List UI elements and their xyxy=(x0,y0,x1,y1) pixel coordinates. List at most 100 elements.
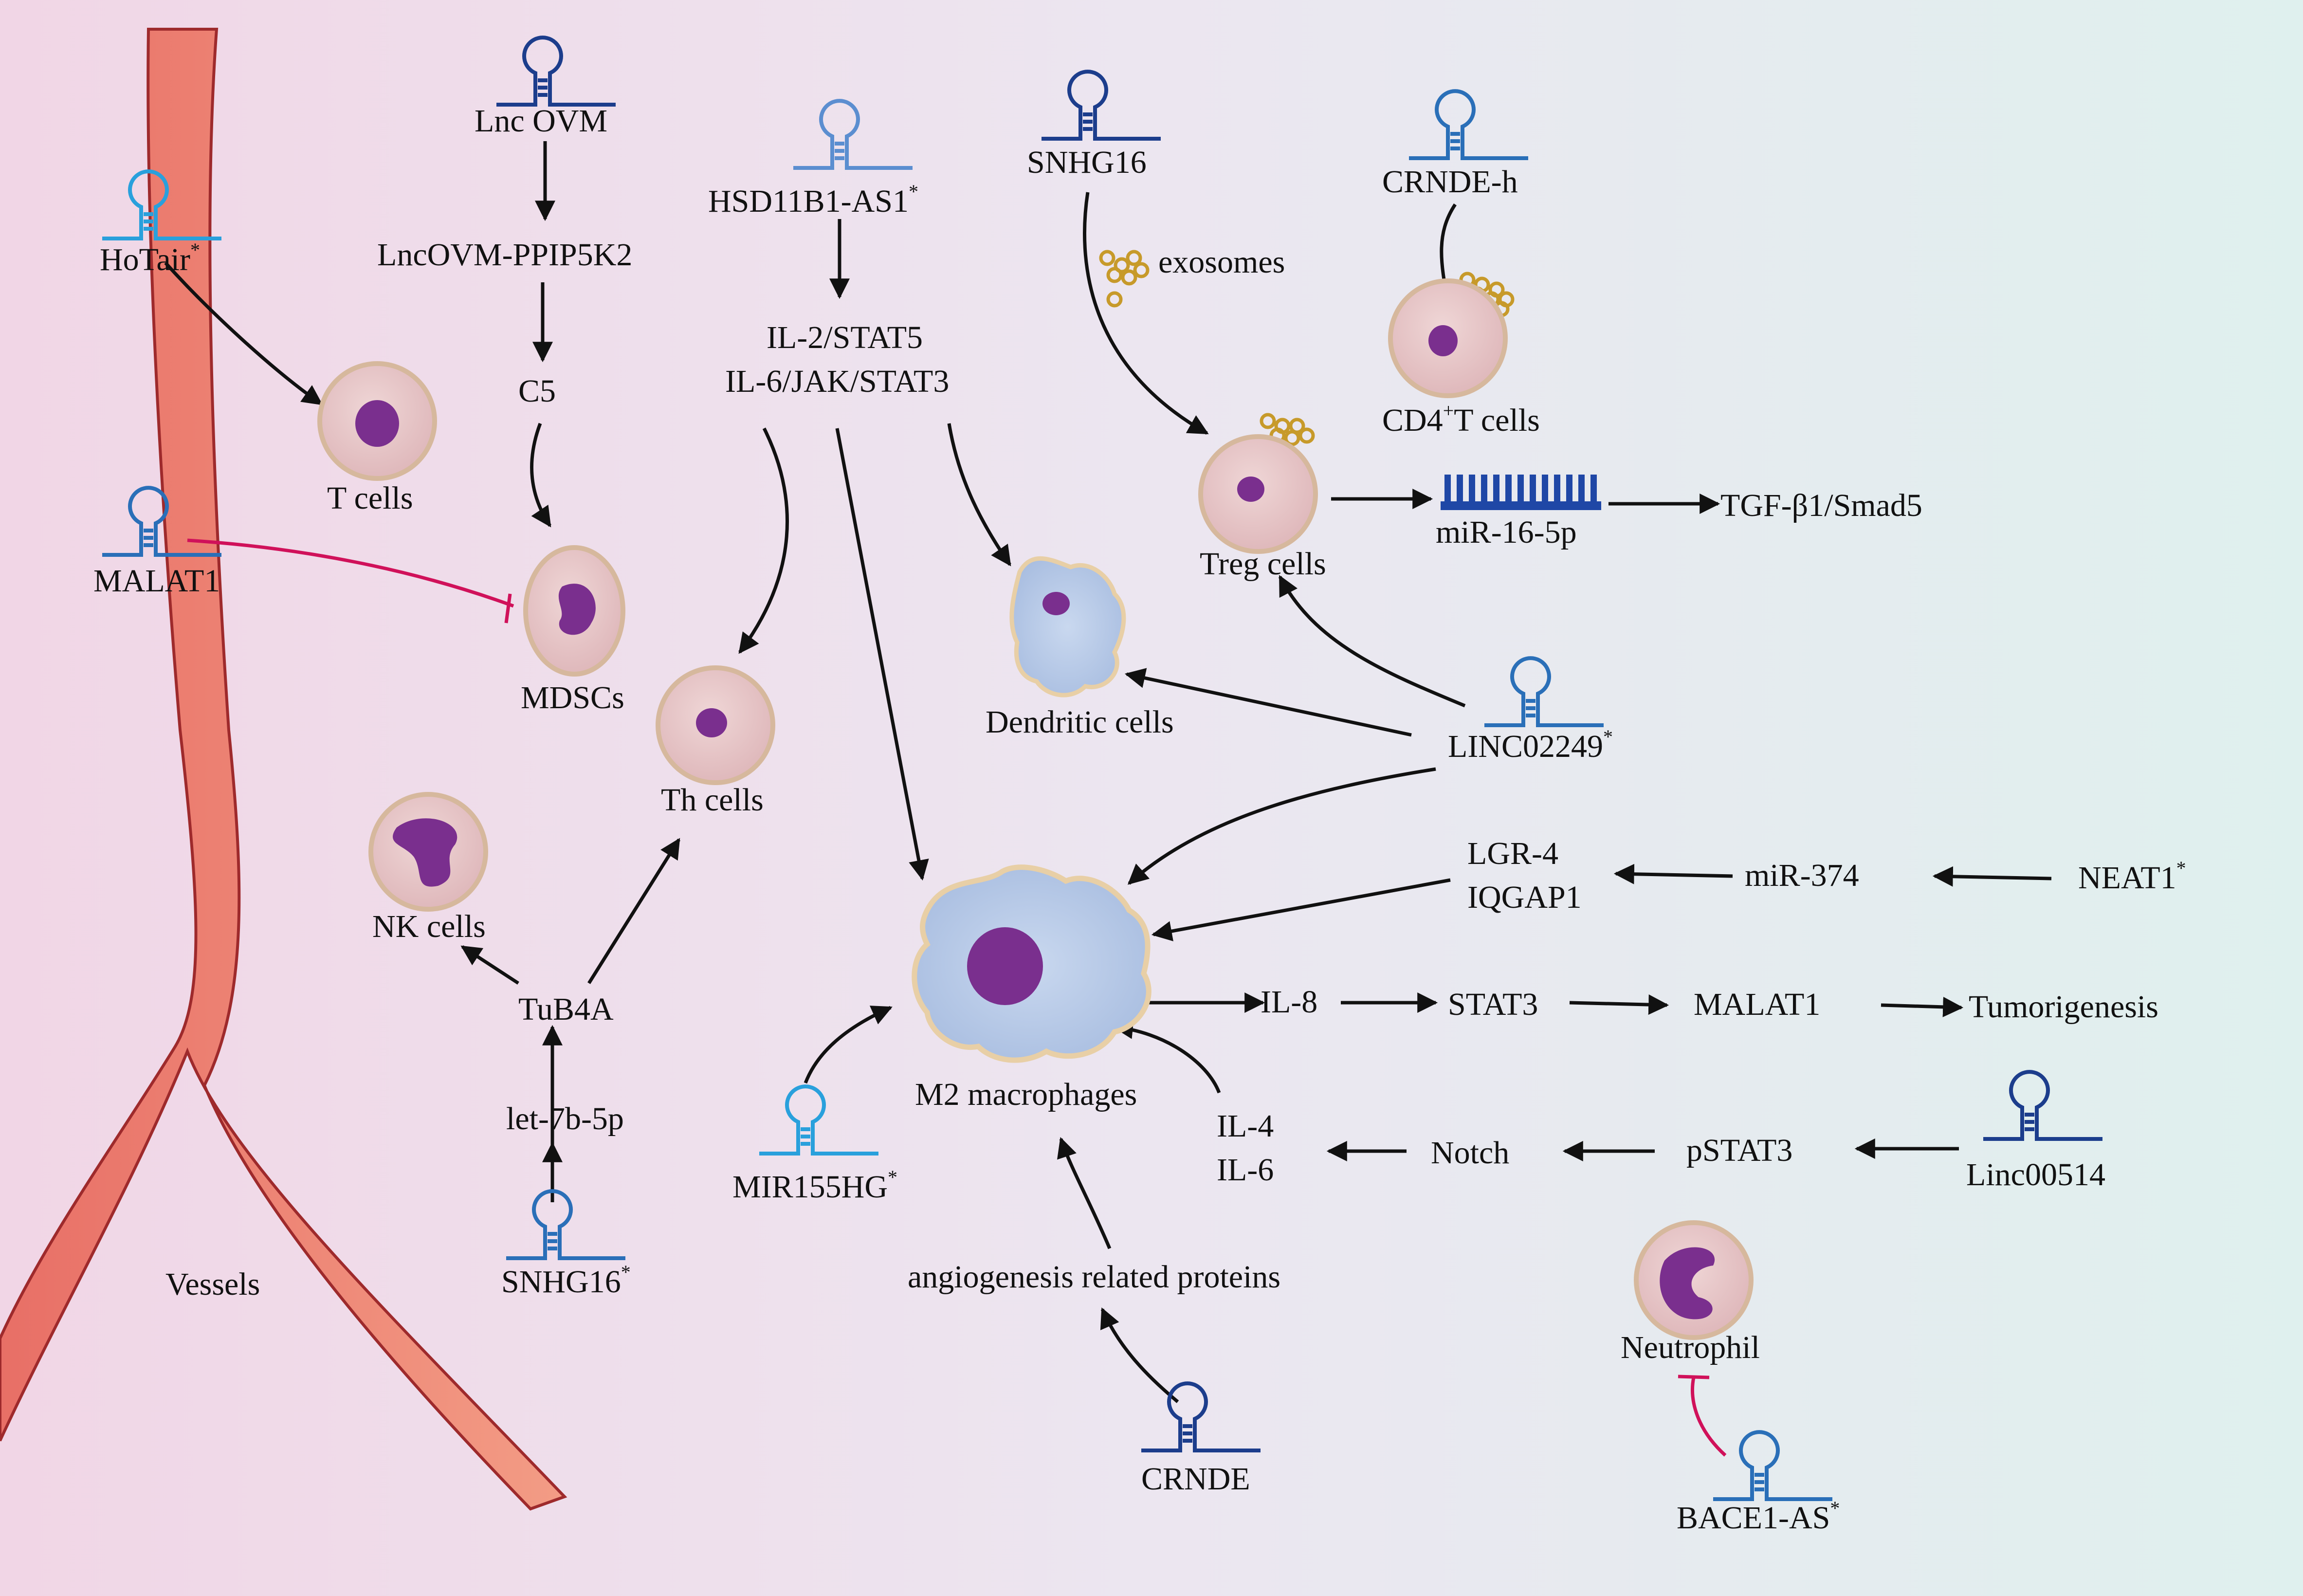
treg-cell: Treg cells xyxy=(1198,434,1326,582)
arrow-linc02249-to-m2 xyxy=(1127,767,1436,885)
il8-label: IL-8 xyxy=(1261,984,1317,1020)
mdsc-cell: MDSCs xyxy=(521,545,625,715)
arrow-c5-to-mdscs xyxy=(530,422,551,528)
lnc-ovm-hairpin-icon xyxy=(496,36,616,107)
arrow-tub4a-to-th xyxy=(587,838,680,984)
arrow-crnde-to-angio xyxy=(1100,1307,1179,1403)
exosomes-label: exosomes xyxy=(1158,244,1285,280)
linc00514-hairpin-icon xyxy=(1983,1070,2102,1141)
th-cell: Th cells xyxy=(656,665,775,818)
hsd11b1-label: HSD11B1-AS1* xyxy=(708,181,918,219)
bace1-hairpin-icon xyxy=(1713,1430,1832,1501)
dendritic-cells-label: Dendritic cells xyxy=(986,704,1174,740)
th-cells-label: Th cells xyxy=(661,782,764,818)
pathway-arrows xyxy=(164,141,2052,1403)
arrow-mir155hg-to-m2 xyxy=(804,1006,893,1084)
hotair-hairpin-icon xyxy=(102,169,221,240)
cd4-sup: + xyxy=(1443,400,1454,422)
arrow-linc02249-to-treg xyxy=(1278,575,1466,708)
hsd11b1-hairpin-icon xyxy=(793,99,913,170)
mir155hg-label: MIR155HG* xyxy=(732,1166,897,1205)
inhibit-malat1-mdscs xyxy=(187,538,514,608)
arrow-snhg16-to-treg xyxy=(1083,192,1209,435)
snhg16-bottom-hairpin-icon xyxy=(506,1189,625,1260)
exosome-cluster-top xyxy=(1099,250,1150,308)
crnde-h-hairpin-icon xyxy=(1409,89,1528,160)
angio-label: angiogenesis related proteins xyxy=(908,1259,1280,1295)
cd4-t-cell: CD4+T cells xyxy=(1382,278,1540,438)
malat1-label: MALAT1 xyxy=(93,563,220,599)
arrow-angio-to-m2 xyxy=(1057,1137,1112,1249)
mir374-label: miR-374 xyxy=(1745,858,1859,893)
cd4-t-cells-label: CD4+T cells xyxy=(1382,400,1540,438)
t-cell: T cells xyxy=(317,361,437,516)
hotair-label: HoTair* xyxy=(100,239,200,277)
inhibit-bace1-neutrophil xyxy=(1691,1377,1727,1457)
arrow-il-to-th xyxy=(738,427,789,654)
tub4a-label: TuB4A xyxy=(518,991,614,1027)
inhibit-bace1-neutrophil-bar xyxy=(1678,1375,1710,1379)
mir16-label: miR-16-5p xyxy=(1436,514,1577,550)
crnde-h-label: CRNDE-h xyxy=(1382,164,1518,200)
linc02249-hairpin-icon xyxy=(1484,656,1604,727)
cd4-suffix: T cells xyxy=(1454,403,1540,438)
inhibition-lines xyxy=(187,538,1727,1457)
linc00514-label: Linc00514 xyxy=(1966,1157,2105,1192)
arrow-il-to-dendritic xyxy=(947,423,1011,567)
dendritic-cell: Dendritic cells xyxy=(986,556,1174,740)
iqgap1-label: IQGAP1 xyxy=(1467,880,1582,915)
cd4-prefix: CD4 xyxy=(1382,403,1443,438)
snhg16-bottom-label: SNHG16* xyxy=(501,1261,631,1300)
crnde-hairpin-icon xyxy=(1141,1381,1261,1452)
lncovm-ppip5k2-label: LncOVM-PPIP5K2 xyxy=(377,237,632,273)
arrow-il4-to-m2 xyxy=(1112,1018,1221,1094)
arrow-linc02249-to-dendritic xyxy=(1124,668,1412,737)
neat1-label: NEAT1* xyxy=(2078,857,2186,896)
neutrophil-label: Neutrophil xyxy=(1621,1330,1760,1365)
crnde-label: CRNDE xyxy=(1141,1461,1250,1497)
arrow-hotair-to-tcells xyxy=(164,261,323,405)
arrow-neat1-to-mir374 xyxy=(1932,866,2052,887)
il2-stat5-label: IL-2/STAT5 xyxy=(767,320,923,355)
vessels-label: Vessels xyxy=(165,1266,260,1302)
linc02249-label: LINC02249* xyxy=(1448,726,1613,764)
pstat3-label: pSTAT3 xyxy=(1686,1133,1792,1168)
il6-jak-stat3-label: IL-6/JAK/STAT3 xyxy=(725,364,949,399)
treg-cells-label: Treg cells xyxy=(1200,546,1326,582)
stat3-label: STAT3 xyxy=(1448,987,1538,1022)
il4-label: IL-4 xyxy=(1217,1108,1274,1144)
arrow-malat1-to-tumor xyxy=(1881,996,1964,1017)
arrow-lgr4-to-m2 xyxy=(1151,878,1451,941)
c5-label: C5 xyxy=(518,373,556,409)
blood-vessel: Vessels xyxy=(0,28,567,1511)
il6-label: IL-6 xyxy=(1217,1152,1274,1188)
mir16-receptor-icon xyxy=(1441,475,1601,510)
labels: HoTair* MALAT1 Lnc OVM LncOVM-PPIP5K2 C5… xyxy=(93,103,2186,1536)
arrow-stat3-to-malat1 xyxy=(1569,994,1669,1015)
lncrna-hairpin-icons xyxy=(102,36,2102,1501)
arrow-il-to-m2 xyxy=(835,428,929,881)
t-cells-label: T cells xyxy=(327,480,413,516)
arrow-mir374-to-lgr4 xyxy=(1613,863,1733,884)
arrow-tub4a-to-nk xyxy=(460,945,519,985)
m2-macrophage: M2 macrophages xyxy=(912,864,1152,1112)
nk-cells-label: NK cells xyxy=(372,909,486,944)
neutrophil-cell: Neutrophil xyxy=(1621,1220,1760,1365)
tumorigenesis-label: Tumorigenesis xyxy=(1969,989,2158,1025)
let7b-label: let-7b-5p xyxy=(506,1101,624,1137)
malat1-b-label: MALAT1 xyxy=(1694,987,1820,1022)
lgr4-label: LGR-4 xyxy=(1467,836,1558,871)
lnc-ovm-label: Lnc OVM xyxy=(475,103,607,139)
inhibit-malat1-mdscs-bar xyxy=(504,593,512,624)
m2-macrophages-label: M2 macrophages xyxy=(915,1077,1137,1112)
bace1-label: BACE1-AS* xyxy=(1677,1497,1840,1536)
mir155hg-hairpin-icon xyxy=(759,1084,878,1156)
tgf-label: TGF-β1/Smad5 xyxy=(1720,488,1922,523)
malat1-hairpin-icon xyxy=(102,486,221,557)
snhg16-top-hairpin-icon xyxy=(1042,70,1161,141)
snhg16-top-label: SNHG16 xyxy=(1027,145,1147,180)
notch-label: Notch xyxy=(1431,1135,1509,1171)
mdscs-label: MDSCs xyxy=(521,680,624,715)
